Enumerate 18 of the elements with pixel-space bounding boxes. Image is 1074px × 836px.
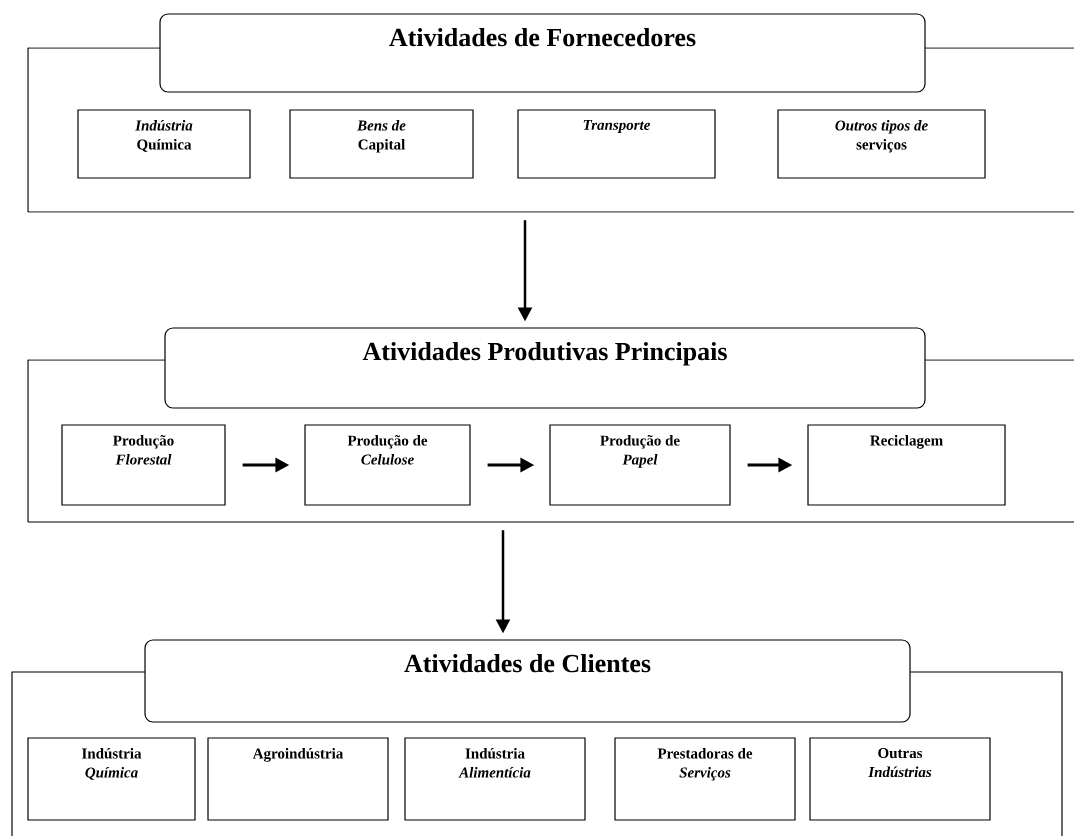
title-box: Atividades Produtivas Principais: [164, 327, 926, 409]
activity-box: Reciclagem: [807, 424, 1006, 506]
activity-box: Transporte: [517, 109, 716, 179]
title-box: Atividades de Fornecedores: [159, 13, 926, 93]
activity-box: Produção Florestal: [61, 424, 226, 506]
activity-box: Outras Indústrias: [809, 737, 991, 821]
title-box: Atividades de Clientes: [144, 639, 911, 723]
activity-box: Produção de Celulose: [304, 424, 471, 506]
activity-box: Bens de Capital: [289, 109, 474, 179]
frame: [11, 671, 1063, 836]
frame: [27, 47, 1074, 213]
activity-box: Indústria Alimentícia: [404, 737, 586, 821]
activity-box: Indústria Química: [77, 109, 251, 179]
activity-box: Indústria Química: [27, 737, 196, 821]
activity-box: Outros tipos de serviços: [777, 109, 986, 179]
activity-box: Agroindústria: [207, 737, 389, 821]
activity-box: Produção de Papel: [549, 424, 731, 506]
activity-box: Prestadoras de Serviços: [614, 737, 796, 821]
